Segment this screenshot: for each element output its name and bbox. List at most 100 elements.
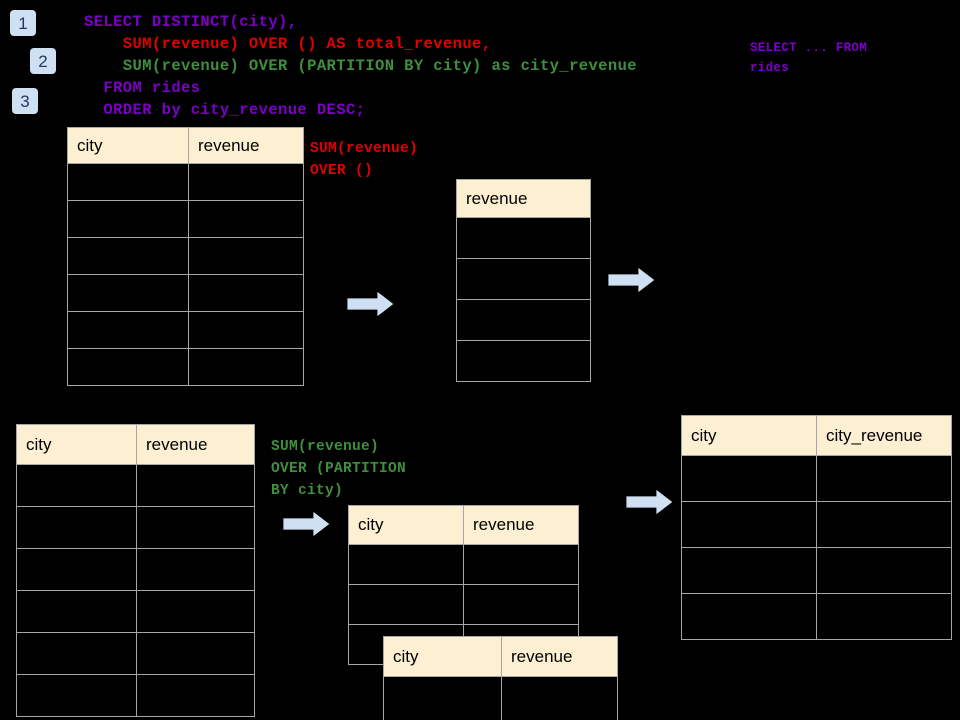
- table-cell-empty: [136, 674, 255, 717]
- step-badge-1: 1: [10, 10, 36, 36]
- table-total-revenue: revenue: [456, 179, 591, 382]
- table-cell-empty: [383, 676, 502, 720]
- step-badge-2: 2: [30, 48, 56, 74]
- table-row: [67, 200, 304, 238]
- column-header-revenue: revenue: [463, 505, 579, 545]
- table-cell-empty: [136, 464, 255, 507]
- table-row: [16, 548, 255, 591]
- table-cell-empty: [501, 676, 618, 720]
- table-cell-empty: [188, 348, 304, 386]
- table-cell-empty: [681, 501, 817, 548]
- table-cell-empty: [67, 311, 189, 349]
- table-cell-empty: [67, 163, 189, 201]
- table-row: [16, 590, 255, 633]
- table-cell-empty: [188, 311, 304, 349]
- table-cell-empty: [67, 348, 189, 386]
- right-arrow-icon: [607, 266, 656, 294]
- column-header-revenue: revenue: [136, 424, 255, 465]
- right-arrow-icon: [346, 290, 395, 318]
- column-header-city: city: [16, 424, 137, 465]
- column-header-city_revenue: city_revenue: [816, 415, 952, 456]
- table-row: [16, 674, 255, 717]
- arrow-partition-to-result: [625, 488, 674, 516]
- table-cell-empty: [463, 544, 579, 585]
- table-cell-empty: [816, 593, 952, 640]
- sql-line-2: SUM(revenue) OVER () AS total_revenue,: [84, 35, 492, 53]
- table-cell-empty: [188, 163, 304, 201]
- table-cell-empty: [67, 200, 189, 238]
- table-row: [67, 348, 304, 386]
- table-cell-empty: [16, 464, 137, 507]
- table-row: [681, 547, 952, 594]
- right-arrow-icon: [282, 510, 331, 538]
- table-row: [456, 299, 591, 341]
- table-row: [67, 311, 304, 349]
- table-cell-empty: [136, 632, 255, 675]
- table-cell-empty: [136, 548, 255, 591]
- table-cell-empty: [816, 501, 952, 548]
- table-cell-empty: [16, 548, 137, 591]
- column-header-revenue: revenue: [456, 179, 591, 218]
- arrow-source-to-partition: [282, 510, 331, 538]
- table-row: [681, 501, 952, 548]
- table-cell-empty: [16, 632, 137, 675]
- table-cell-empty: [136, 590, 255, 633]
- table-header-row: revenue: [456, 179, 591, 218]
- step-badge-3: 3: [12, 88, 38, 114]
- table-cell-empty: [456, 299, 591, 341]
- table-cell-empty: [348, 584, 464, 625]
- table-row: [456, 217, 591, 259]
- table-cell-empty: [16, 590, 137, 633]
- table-cell-empty: [348, 544, 464, 585]
- annotation-sum-over-partition: SUM(revenue) OVER (PARTITION BY city): [271, 439, 407, 499]
- table-cell-empty: [16, 506, 137, 549]
- arrow-total-to-result: [607, 266, 656, 294]
- table-row: [348, 584, 579, 625]
- table-row: [456, 258, 591, 300]
- table-cell-empty: [67, 274, 189, 312]
- table-cell-empty: [816, 547, 952, 594]
- arrow-source-to-total: [346, 290, 395, 318]
- table-cell-empty: [136, 506, 255, 549]
- column-header-city: city: [681, 415, 817, 456]
- table-row: [383, 676, 618, 720]
- sql-line-5: ORDER by city_revenue DESC;: [84, 101, 366, 119]
- column-header-city: city: [67, 127, 189, 164]
- table-row: [348, 544, 579, 585]
- table-row: [67, 237, 304, 275]
- table-cell-empty: [681, 547, 817, 594]
- column-header-revenue: revenue: [501, 636, 618, 677]
- table-cell-empty: [456, 217, 591, 259]
- table-cell-empty: [681, 593, 817, 640]
- sql-line-4: FROM rides: [84, 79, 201, 97]
- table-row: [67, 163, 304, 201]
- table-cell-empty: [456, 340, 591, 382]
- table-row: [681, 593, 952, 640]
- table-row: [16, 506, 255, 549]
- table-row: [16, 464, 255, 507]
- table-cell-empty: [16, 674, 137, 717]
- column-header-city: city: [383, 636, 502, 677]
- table-row: [67, 274, 304, 312]
- table-cell-empty: [681, 455, 817, 502]
- sql-query-block: SELECT DISTINCT(city), SUM(revenue) OVER…: [84, 11, 637, 121]
- sql-side-note: SELECT ... FROM rides: [750, 41, 868, 75]
- table-cell-empty: [188, 200, 304, 238]
- table-row: [456, 340, 591, 382]
- table-cell-empty: [816, 455, 952, 502]
- sql-line-3: SUM(revenue) OVER (PARTITION BY city) as…: [84, 57, 637, 75]
- right-arrow-icon: [625, 488, 674, 516]
- table-cell-empty: [456, 258, 591, 300]
- column-header-revenue: revenue: [188, 127, 304, 164]
- table-row: [681, 455, 952, 502]
- annotation-sum-over-empty: SUM(revenue) OVER (): [310, 141, 419, 179]
